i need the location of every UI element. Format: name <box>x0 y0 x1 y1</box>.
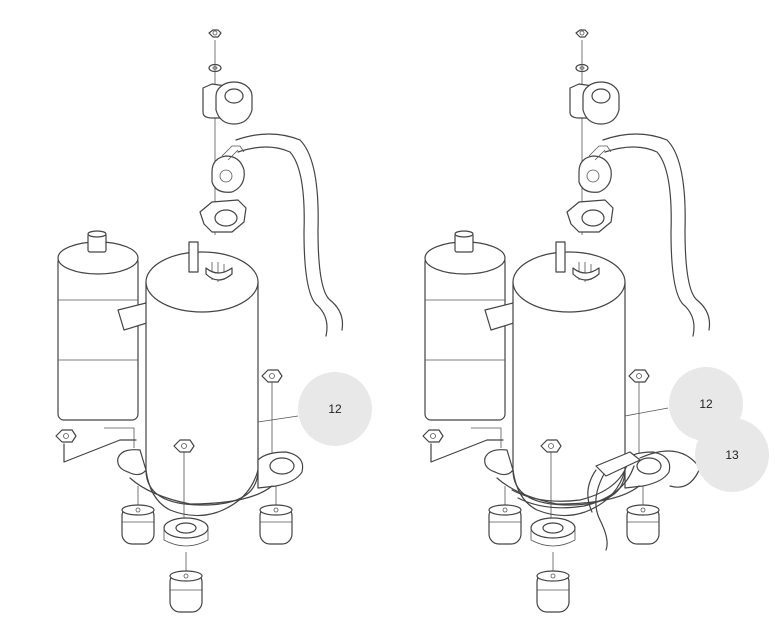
left-callout-12-label: 12 <box>328 402 342 416</box>
right-compressor-assembly <box>422 29 711 613</box>
right-leader-12 <box>624 407 669 417</box>
left-callout-12-bubble <box>298 372 372 446</box>
left-compressor-assembly <box>55 29 344 613</box>
right-view: 12 13 <box>422 29 769 613</box>
right-callout-13-label: 13 <box>725 448 739 462</box>
right-callout-13-bubble <box>695 418 769 492</box>
right-callout-12-label: 12 <box>699 397 713 411</box>
left-view: 12 <box>55 29 372 613</box>
left-leader-12 <box>257 415 299 423</box>
